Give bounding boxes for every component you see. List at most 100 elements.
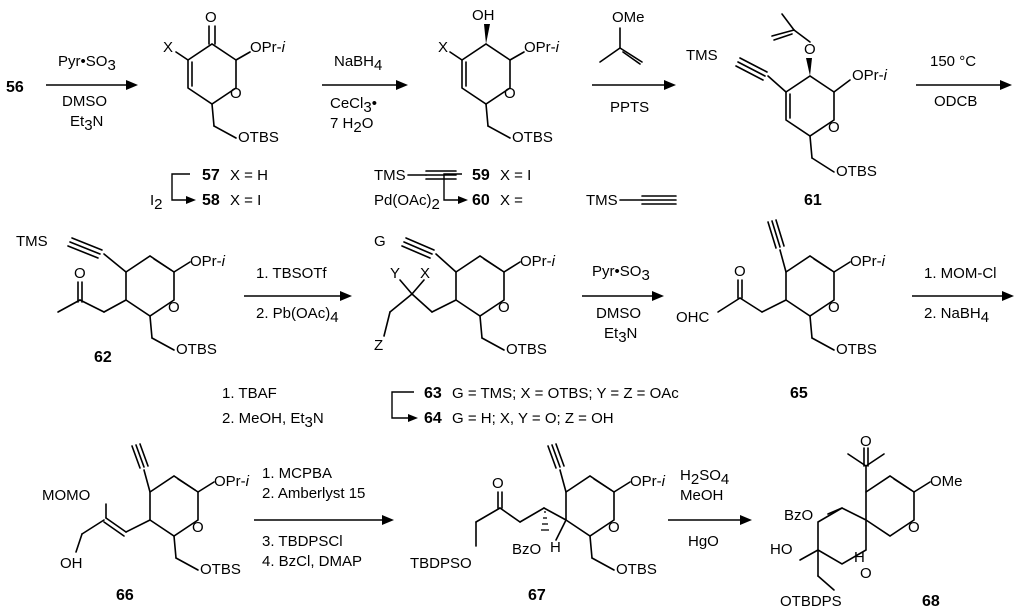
- label-ring-o: O: [230, 85, 242, 102]
- label-ome: OMe: [930, 473, 963, 490]
- label-ring-o: O: [608, 519, 620, 536]
- label-otbs: OTBS: [200, 561, 241, 578]
- condition-step2-hydrate: 7 H2O: [330, 115, 373, 136]
- condition-tbaf: 1. TBAF: [222, 385, 277, 402]
- label-g: G: [374, 233, 386, 250]
- definition-63: G = TMS; X = OTBS; Y = Z = OAc: [452, 385, 679, 402]
- compound-61: 61: [804, 192, 822, 209]
- compound-59: 59: [472, 167, 490, 184]
- label-otbs: OTBS: [616, 561, 657, 578]
- compound-64: 64: [424, 410, 442, 427]
- label-ring-o: O: [192, 519, 204, 536]
- label-oh: OH: [60, 555, 83, 572]
- structure-67: [475, 443, 631, 571]
- compound-57: 57: [202, 167, 220, 184]
- definition-58: X = I: [230, 192, 261, 209]
- compound-66: 66: [116, 587, 134, 604]
- condition-meoh-et3n: 2. MeOH, Et3N: [222, 410, 324, 431]
- label-x: X: [420, 265, 430, 282]
- alkyne-reagent: [407, 170, 457, 180]
- label-tms: TMS: [374, 167, 406, 184]
- label-tms: TMS: [586, 192, 618, 209]
- compound-68: 68: [922, 593, 940, 610]
- arrow-step2: [322, 80, 408, 90]
- condition-step9-solvent: MeOH: [680, 487, 723, 504]
- label-ring-o: O: [498, 299, 510, 316]
- label-ring-o: O: [828, 119, 840, 136]
- label-ring-o: O: [504, 85, 516, 102]
- definition-60: X =: [500, 192, 523, 209]
- label-bzo: BzO: [784, 507, 813, 524]
- label-ketone-o: O: [734, 263, 746, 280]
- label-opri: OPr-i: [520, 253, 556, 270]
- label-opri: OPr-i: [524, 39, 560, 56]
- label-acetyl-o: O: [860, 433, 872, 450]
- label-x: X: [163, 39, 173, 56]
- compound-65: 65: [790, 385, 808, 402]
- arrow-step9: [668, 515, 752, 525]
- arrow-sonogashira: [443, 173, 468, 204]
- label-opri: OPr-i: [852, 67, 888, 84]
- label-ohc: OHC: [676, 309, 710, 326]
- label-ome: OMe: [612, 9, 645, 26]
- label-otbs: OTBS: [506, 341, 547, 358]
- definition-57: X = H: [230, 167, 268, 184]
- alkyne-tms-substituent: [619, 195, 677, 205]
- arrow-step5: [244, 291, 352, 301]
- structure-59-60: [449, 24, 525, 139]
- label-y: Y: [390, 265, 400, 282]
- arrow-step1: [46, 80, 138, 90]
- arrow-iodination: [171, 173, 196, 204]
- label-opri: OPr-i: [190, 253, 226, 270]
- label-ring-o: O: [908, 519, 920, 536]
- label-opri: OPr-i: [630, 473, 666, 490]
- label-bzo: BzO: [512, 541, 541, 558]
- label-ring-o: O: [828, 299, 840, 316]
- structure-65: [717, 219, 851, 351]
- condition-step1-reagent: Pyr•SO3: [58, 53, 116, 74]
- condition-step9-acid: H2SO4: [680, 467, 729, 488]
- condition-ppts: PPTS: [610, 99, 649, 116]
- condition-step6-base: Et3N: [604, 325, 637, 346]
- label-otbs: OTBS: [176, 341, 217, 358]
- condition-pd: Pd(OAc)2: [374, 192, 440, 213]
- label-h: H: [854, 549, 865, 566]
- label-otbs: OTBS: [836, 163, 877, 180]
- condition-step1-base: Et3N: [70, 113, 103, 134]
- compound-58: 58: [202, 192, 220, 209]
- condition-odcb: ODCB: [934, 93, 977, 110]
- arrow-desilylation: [391, 391, 418, 422]
- structure-61: [735, 13, 851, 173]
- label-ketone-o: O: [74, 265, 86, 282]
- label-otbs: OTBS: [836, 341, 877, 358]
- label-ho: HO: [770, 541, 793, 558]
- condition-step5-1: 1. TBSOTf: [256, 265, 327, 282]
- condition-step9-hgo: HgO: [688, 533, 719, 550]
- condition-step8-2: 2. Amberlyst 15: [262, 485, 365, 502]
- label-carbonyl-o: O: [205, 9, 217, 26]
- label-tms: TMS: [16, 233, 48, 250]
- label-h: H: [550, 539, 561, 556]
- condition-step7-1: 1. MOM-Cl: [924, 265, 997, 282]
- compound-67: 67: [528, 587, 546, 604]
- structure-68: [799, 447, 931, 591]
- reagent-methoxypropene: [599, 27, 643, 65]
- label-hydroxyl: OH: [472, 7, 495, 24]
- label-opri: OPr-i: [214, 473, 250, 490]
- condition-step8-1: 1. MCPBA: [262, 465, 332, 482]
- label-otbs: OTBS: [238, 129, 279, 146]
- condition-temperature: 150 °C: [930, 53, 976, 70]
- label-ketone-o: O: [492, 475, 504, 492]
- condition-step6-reagent: Pyr•SO3: [592, 263, 650, 284]
- definition-64: G = H; X, Y = O; Z = OH: [452, 410, 614, 427]
- condition-step2-reagent: NaBH4: [334, 53, 382, 74]
- compound-56: 56: [6, 79, 24, 96]
- label-enol-o: O: [804, 41, 816, 58]
- label-pyran-o: O: [860, 565, 872, 582]
- arrow-step6: [582, 291, 664, 301]
- condition-step7-2: 2. NaBH4: [924, 305, 989, 326]
- label-opri: OPr-i: [850, 253, 886, 270]
- compound-62: 62: [94, 349, 112, 366]
- label-otbdps: OTBDPS: [780, 593, 842, 610]
